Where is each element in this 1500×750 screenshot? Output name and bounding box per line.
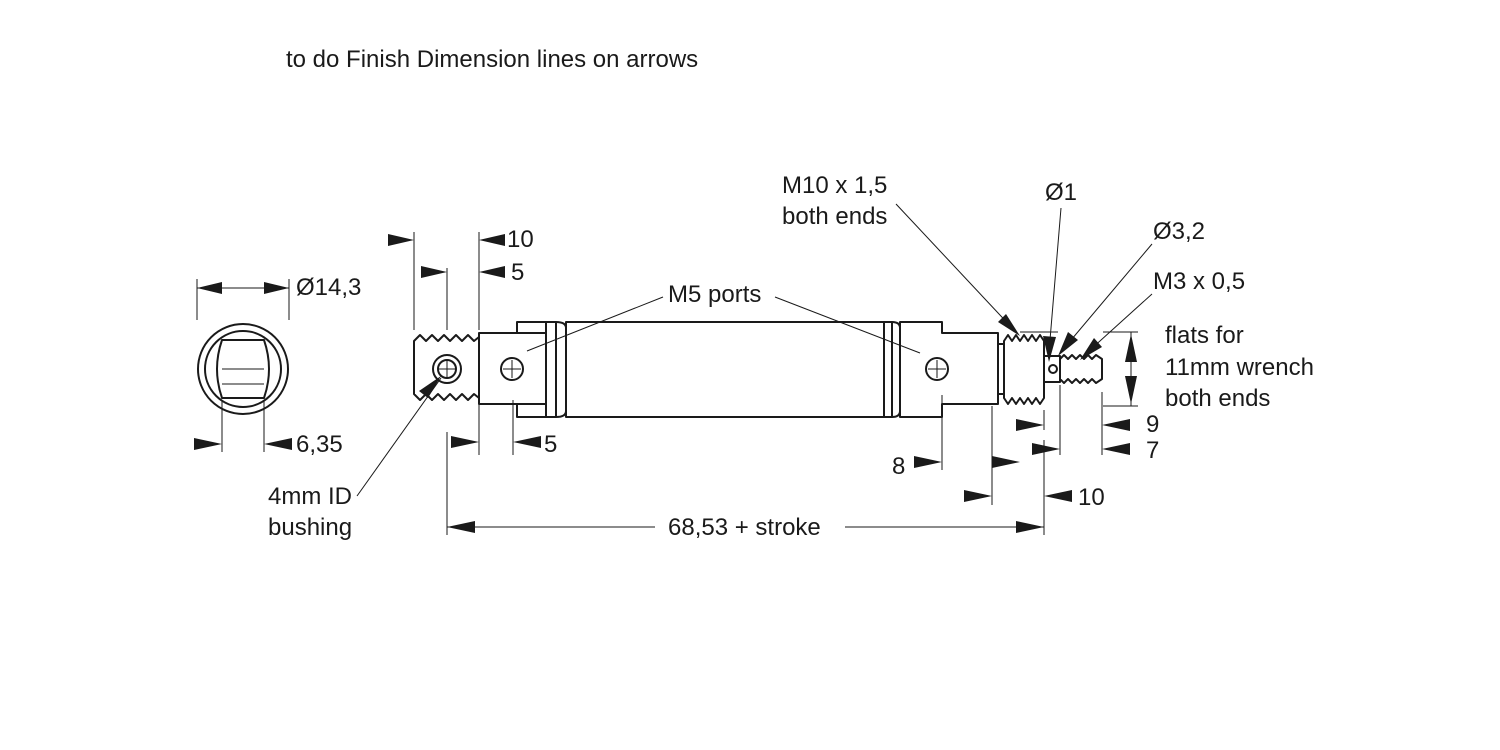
dim-10-label: 10 xyxy=(507,226,534,253)
diameter-3-2-label: Ø3,2 xyxy=(1153,218,1205,245)
dim-7-label: 7 xyxy=(1146,437,1159,464)
dim-9-label: 9 xyxy=(1146,411,1159,438)
end-view: Ø14,3 6,35 xyxy=(194,274,361,458)
rod-thread xyxy=(1059,354,1103,384)
front-port xyxy=(925,357,949,381)
front-end-cap xyxy=(899,321,999,418)
dim-10-bottom-label: 10 xyxy=(1078,484,1105,511)
rod-thread-label: M3 x 0,5 xyxy=(1153,268,1245,295)
cylinder-barrel xyxy=(565,321,885,418)
end-view-outer-circle xyxy=(197,323,289,415)
todo-note: to do Finish Dimension lines on arrows xyxy=(286,46,698,73)
overall-length-label: 68,53 + stroke xyxy=(668,514,821,541)
bushing-label-line1: 4mm ID xyxy=(268,483,352,510)
thread-label-line1: M10 x 1,5 xyxy=(782,172,887,199)
diameter-1-label: Ø1 xyxy=(1045,179,1077,206)
flats-label-line2: 11mm wrench xyxy=(1165,354,1314,381)
flats-label-line1: flats for xyxy=(1165,322,1244,349)
diameter-14-3-label: Ø14,3 xyxy=(296,274,361,301)
end-view-inner-circle xyxy=(204,330,282,408)
flats-label-line3: both ends xyxy=(1165,385,1270,412)
ports-label: M5 ports xyxy=(668,281,761,308)
dim-5-bottom-label: 5 xyxy=(544,431,557,458)
dimensions: 10 5 5 4mm ID bushing M5 ports M10 x 1,5… xyxy=(268,172,1314,541)
dim-8-label: 8 xyxy=(892,453,905,480)
bushing-label-line2: bushing xyxy=(268,514,352,541)
cylinder-side-view xyxy=(413,321,1103,418)
rear-port xyxy=(500,357,524,381)
thread-label-line2: both ends xyxy=(782,203,887,230)
bushing-outer xyxy=(432,354,462,384)
dim-5-top-label: 5 xyxy=(511,259,524,286)
flat-width-label: 6,35 xyxy=(296,431,343,458)
front-thread xyxy=(1003,334,1045,405)
end-view-flats xyxy=(216,339,270,399)
